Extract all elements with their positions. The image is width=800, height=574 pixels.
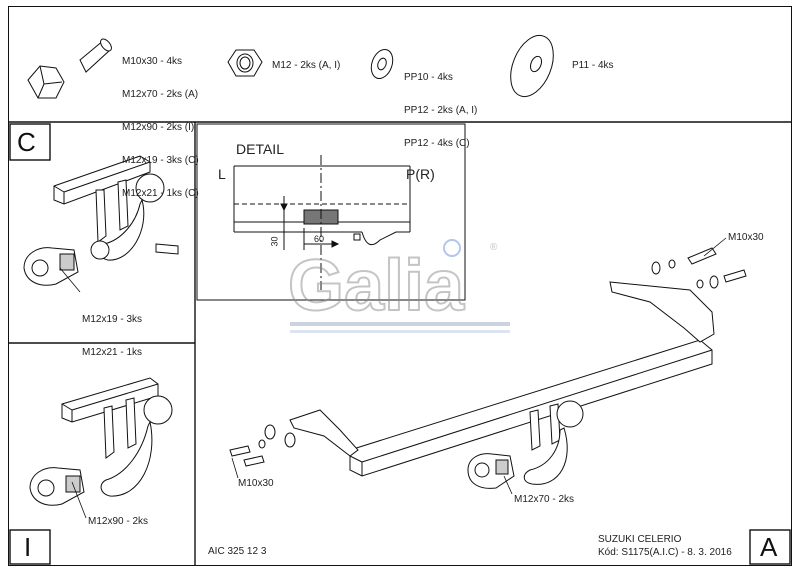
frame-lines — [8, 121, 792, 566]
washer-icon — [370, 48, 394, 80]
galia-logo: Galia ® — [287, 239, 510, 333]
big-washer-label: P11 - 4ks — [572, 60, 614, 71]
detail-dim-horizontal: 60 — [314, 234, 325, 244]
main-bolt-left-label: M10x30 — [238, 478, 274, 489]
bolt-list: M10x30 - 4ks M12x70 - 2ks (A) M12x90 - 2… — [122, 34, 199, 210]
variant-i-bolt-label: M12x90 - 2ks — [88, 516, 149, 527]
main-bolt-top-label: M10x30 — [728, 232, 764, 243]
detail-drawing — [233, 155, 411, 290]
drawing-code: AIC 325 12 3 — [208, 546, 267, 557]
drawing-frame — [8, 6, 792, 566]
washer-list: PP10 - 4ks PP12 - 2ks (A, I) PP12 - 4ks … — [404, 50, 477, 160]
bolt-line: M10x30 - 4ks — [122, 56, 183, 67]
variant-c-bolt-line: M12x19 - 3ks — [82, 314, 143, 325]
variant-a-letter: A — [760, 532, 778, 562]
svg-text:Galia: Galia — [288, 246, 465, 326]
washer-line: PP12 - 4ks (C) — [404, 138, 470, 149]
variant-c-assembly-icon — [23, 155, 179, 286]
detail-right-label: P(R) — [406, 166, 435, 182]
bolt-icon — [27, 38, 112, 99]
car-model: SUZUKI CELERIO — [598, 534, 682, 545]
bolt-line: M12x70 - 2ks (A) — [122, 89, 199, 100]
main-bolt-ball-label: M12x70 - 2ks — [514, 494, 575, 505]
detail-left-label: L — [218, 166, 226, 182]
leader-lines — [59, 237, 727, 519]
washer-line: PP12 - 2ks (A, I) — [404, 105, 478, 116]
detail-dim-vertical: 30 — [269, 236, 280, 247]
nut-label: M12 - 2ks (A, I) — [272, 60, 341, 71]
detail-title: DETAIL — [236, 141, 284, 157]
svg-text:®: ® — [490, 242, 498, 253]
bolt-line: M12x90 - 2ks (I) — [122, 122, 195, 133]
drawing-kod: Kód: S1175(A.I.C) - 8. 3. 2016 — [598, 547, 732, 558]
bolt-line: M12x19 - 3ks (C) — [122, 155, 199, 166]
variant-c-bolt-line: M12x21 - 1ks — [82, 347, 143, 358]
nut-icon — [227, 49, 263, 77]
bolt-line: M12x21 - 1ks (C) — [122, 188, 199, 199]
variant-c-letter: C — [17, 127, 36, 157]
variant-i-letter: I — [24, 532, 32, 562]
main-tow-bar-assembly-icon — [229, 247, 747, 489]
big-washer-icon — [510, 34, 554, 98]
variant-c-bolt-list: M12x19 - 3ks M12x21 - 1ks — [82, 292, 142, 369]
variant-i-assembly-icon — [29, 377, 173, 506]
washer-line: PP10 - 4ks — [404, 72, 453, 83]
